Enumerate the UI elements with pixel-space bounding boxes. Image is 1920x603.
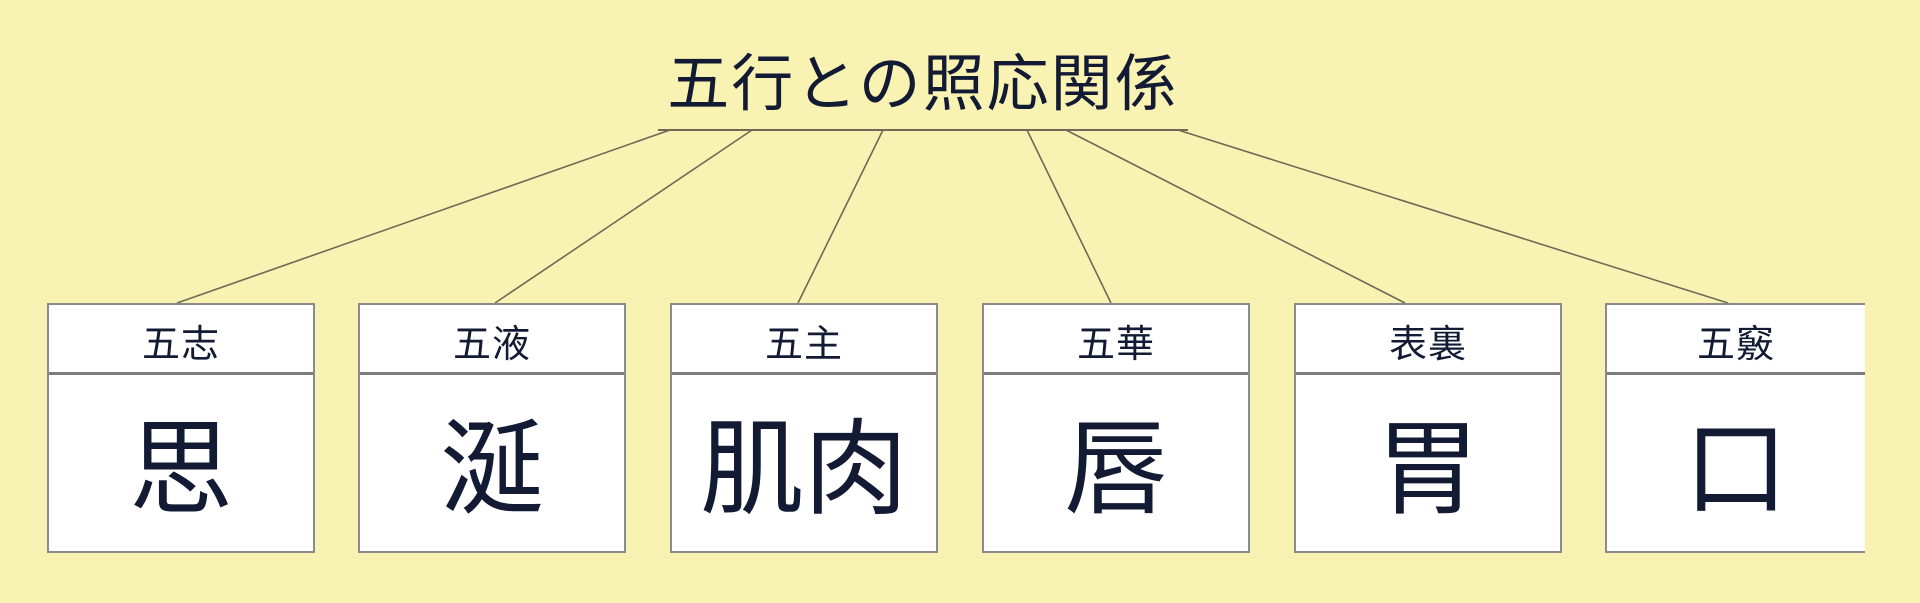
connector-line-6 <box>1177 129 1729 304</box>
box-category-label: 五華 <box>984 305 1248 375</box>
box-value: 胃 <box>1375 407 1480 530</box>
box-category-label: 表裏 <box>1296 305 1560 375</box>
connector-line-3 <box>797 129 884 304</box>
correspondence-box-gokyou: 五竅 口 <box>1605 303 1865 553</box>
correspondence-box-goeki: 五液 涎 <box>358 303 626 553</box>
box-value: 思 <box>128 407 233 530</box>
box-category-label: 五主 <box>672 305 936 375</box>
diagram-title: 五行との照応関係 <box>667 47 1179 120</box>
correspondence-box-hyouri: 表裏 胃 <box>1294 303 1562 553</box>
correspondence-box-gojii: 五志 思 <box>47 303 315 553</box>
connector-line-1 <box>176 129 671 304</box>
correspondence-box-goshu: 五主 肌肉 <box>670 303 938 553</box>
box-category-label: 五液 <box>360 305 624 375</box>
box-value: 涎 <box>439 407 544 530</box>
box-category-label: 五竅 <box>1607 305 1865 375</box>
connector-line-5 <box>1065 129 1406 304</box>
box-value: 肌肉 <box>699 407 908 530</box>
box-category-label: 五志 <box>49 305 313 375</box>
box-value: 唇 <box>1063 407 1168 530</box>
connector-line-4 <box>1026 129 1112 304</box>
connector-line-2 <box>494 129 753 304</box>
correspondence-box-goka: 五華 唇 <box>982 303 1250 553</box>
box-value: 口 <box>1683 407 1788 530</box>
